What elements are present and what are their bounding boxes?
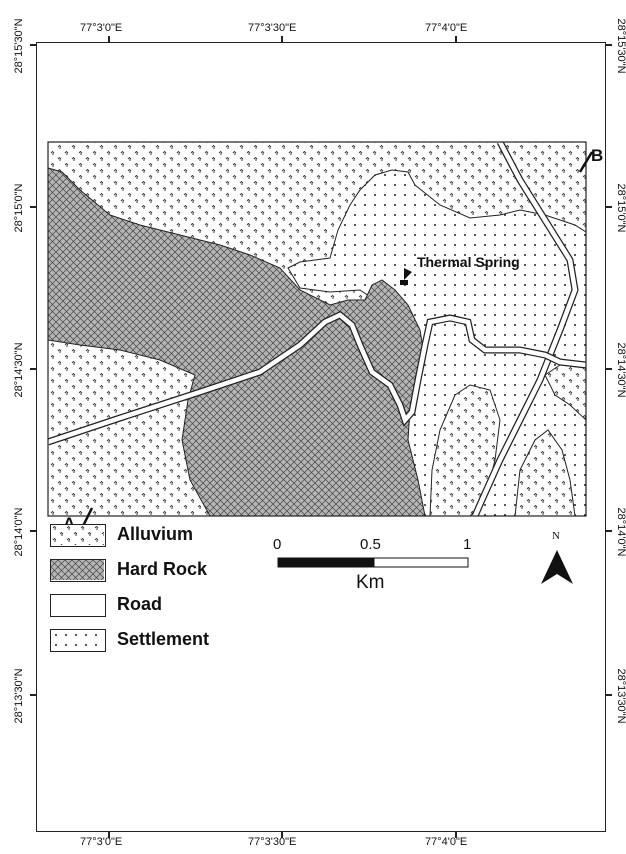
road-main-ne [471,142,579,516]
frame-tick [606,44,612,46]
section-label-b: B [591,146,604,165]
top-lon-label: 77°4'0"E [425,22,468,34]
frame-tick [30,530,36,532]
frame-tick [606,530,612,532]
frame-tick [30,206,36,208]
frame-tick [281,832,283,838]
thermal-spring-label: Thermal Spring [417,254,520,270]
hard-rock-area [48,167,426,516]
frame-tick [606,368,612,370]
frame-tick [606,206,612,208]
top-lon-label: 77°3'30"E [248,22,297,34]
map-frame [36,42,606,832]
frame-tick [455,36,457,42]
frame-tick [30,44,36,46]
road-west [48,310,586,446]
map-extent-border [47,141,587,517]
frame-tick [30,368,36,370]
alluvium-area [514,429,576,516]
scale-tick-label: 1 [463,536,472,553]
scale-bar-black [277,557,375,568]
bottom-lon-label: 77°3'0"E [80,836,123,848]
legend-swatch-road [50,594,106,617]
scale-bar-white [373,557,469,568]
section-line-b [578,151,594,173]
frame-tick [606,694,612,696]
frame-tick [108,36,110,42]
frame-tick [455,832,457,838]
scale-tick-label: 0.5 [360,536,381,553]
frame-tick [30,694,36,696]
legend-swatch-hard-rock [50,559,106,582]
thermal-spring-marker [400,280,408,285]
frame-tick [281,36,283,42]
north-arrow-icon [541,550,573,584]
legend-swatch-alluvium [50,524,106,547]
scale-tick-label: 0 [273,536,282,553]
scale-unit-label: Km [356,572,385,593]
legend-label-hard-rock: Hard Rock [117,559,208,579]
north-label: N [552,530,560,542]
top-lon-label: 77°3'0"E [80,22,123,34]
frame-tick [108,832,110,838]
legend-label-settlement: Settlement [117,629,210,649]
legend-swatch-settlement [50,629,106,652]
bottom-lon-label: 77°4'0"E [425,836,468,848]
thermal-spring-arrow [404,268,412,280]
bottom-lon-label: 77°3'30"E [248,836,297,848]
legend-label-alluvium: Alluvium [117,524,194,544]
legend-label-road: Road [117,594,162,614]
